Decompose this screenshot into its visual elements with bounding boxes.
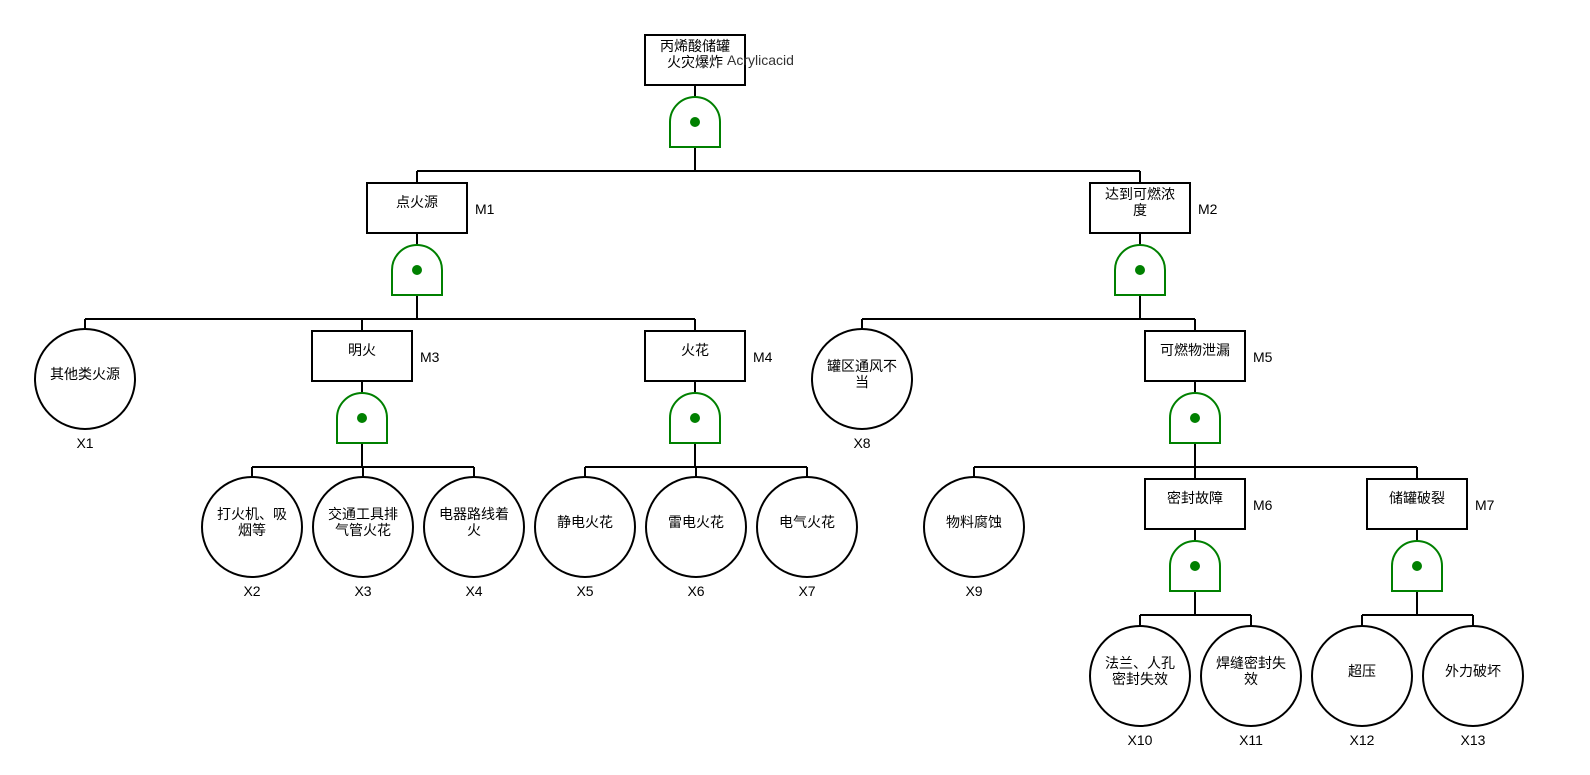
basic-event-label: 密封失效 — [1112, 671, 1168, 688]
intermediate-event-code: M7 — [1475, 497, 1495, 513]
top-event-annotation: Acrylicacid — [727, 52, 794, 68]
basic-event-circle — [312, 476, 414, 578]
intermediate-event-label: 明火 — [348, 343, 376, 359]
basic-event-label: 雷电火花 — [668, 515, 724, 531]
basic-event-label: 效 — [1244, 672, 1258, 688]
basic-event-label: 电器路线着 — [439, 507, 509, 523]
basic-event-code: X10 — [1128, 732, 1153, 748]
gate-dot — [1135, 265, 1145, 275]
basic-event-label: 静电火花 — [557, 515, 613, 531]
intermediate-event-label: 储罐破裂 — [1389, 491, 1445, 507]
basic-event-circle — [423, 476, 525, 578]
intermediate-event-box — [644, 330, 746, 382]
intermediate-event-box — [366, 182, 468, 234]
gate-dot — [1190, 413, 1200, 423]
logic-gates — [336, 96, 1443, 592]
intermediate-event-label: 点火源 — [396, 195, 438, 211]
basic-event-label: 物料腐蚀 — [946, 514, 1002, 531]
basic-event-code: X7 — [798, 583, 815, 599]
gate-dot — [412, 265, 422, 275]
intermediate-event-box — [311, 330, 413, 382]
basic-event-circle — [1311, 625, 1413, 727]
basic-event-circle — [34, 328, 136, 430]
intermediate-event-label: 达到可燃浓 — [1105, 186, 1175, 203]
top-event-label: 丙烯酸储罐 — [660, 39, 730, 55]
intermediate-event-label: 密封故障 — [1167, 490, 1223, 507]
intermediate-event-code: M6 — [1253, 497, 1273, 513]
top-event-label: 火灾爆炸 — [667, 54, 723, 71]
intermediate-event-label: 火花 — [681, 343, 709, 359]
basic-event-code: X12 — [1350, 732, 1375, 748]
basic-event-code: X8 — [853, 435, 870, 451]
gate-dot — [1412, 561, 1422, 571]
basic-event-code: X6 — [687, 583, 704, 599]
basic-event-circle — [1089, 625, 1191, 727]
basic-event-label: 交通工具排 — [328, 506, 398, 523]
basic-event-label: 电气火花 — [779, 515, 835, 531]
basic-event-circle — [756, 476, 858, 578]
intermediate-event-code: M4 — [753, 349, 773, 365]
basic-event-label: 罐区通风不 — [827, 359, 897, 375]
intermediate-event-code: M1 — [475, 201, 495, 217]
intermediate-event-code: M2 — [1198, 201, 1218, 217]
basic-event-circle — [534, 476, 636, 578]
basic-event-circle — [1200, 625, 1302, 727]
gate-dot — [357, 413, 367, 423]
intermediate-event-code: M3 — [420, 349, 440, 365]
intermediate-event-box — [1366, 478, 1468, 530]
basic-event-code: X13 — [1461, 732, 1486, 748]
top-event-box — [644, 34, 746, 86]
basic-event-label: 打火机、吸 — [217, 506, 287, 523]
basic-event-label: 气管火花 — [335, 523, 391, 539]
basic-event-code: X2 — [243, 583, 260, 599]
intermediate-event-box — [1144, 330, 1246, 382]
basic-event-code: X4 — [465, 583, 482, 599]
basic-event-code: X1 — [76, 435, 93, 451]
basic-event-circle — [1422, 625, 1524, 727]
basic-event-label: 烟等 — [238, 522, 266, 539]
basic-event-label: 当 — [855, 375, 869, 391]
basic-event-code: X11 — [1239, 732, 1263, 748]
intermediate-event-label: 可燃物泄漏 — [1160, 342, 1230, 359]
basic-event-label: 焊缝密封失 — [1216, 655, 1286, 672]
intermediate-event-box — [1144, 478, 1246, 530]
basic-event-label: 其他类火源 — [50, 367, 120, 383]
intermediate-event-box — [1089, 182, 1191, 234]
basic-event-circle — [923, 476, 1025, 578]
intermediate-event-code: M5 — [1253, 349, 1273, 365]
basic-event-label: 火 — [467, 523, 481, 539]
basic-event-label: 外力破坏 — [1445, 664, 1501, 680]
intermediate-event-label: 度 — [1133, 203, 1147, 219]
basic-event-circle — [811, 328, 913, 430]
gate-dot — [690, 413, 700, 423]
basic-event-circle — [645, 476, 747, 578]
basic-event-label: 超压 — [1348, 664, 1376, 680]
basic-event-code: X3 — [354, 583, 371, 599]
basic-event-code: X9 — [965, 583, 982, 599]
connector-lines — [84, 85, 1474, 626]
gate-dot — [690, 117, 700, 127]
basic-event-label: 法兰、人孔 — [1105, 656, 1175, 672]
basic-event-code: X5 — [576, 583, 593, 599]
basic-event-circle — [201, 476, 303, 578]
gate-dot — [1190, 561, 1200, 571]
